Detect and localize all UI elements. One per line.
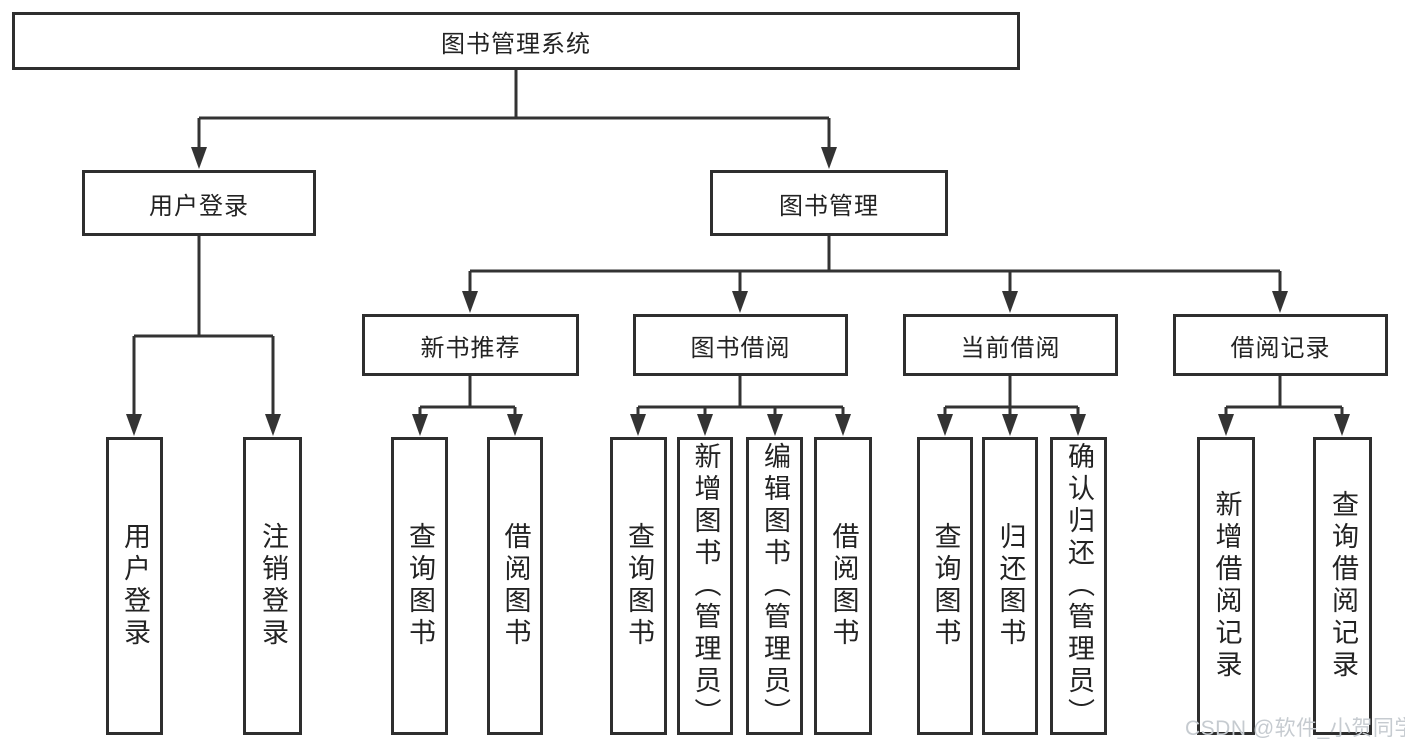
leaf-logout: 注销登录 xyxy=(243,437,302,735)
leaf-add-borrow-record-label: 新增借阅记录 xyxy=(1211,490,1242,682)
leaf-query-books-borrow-label: 查询图书 xyxy=(624,522,654,650)
leaf-borrow-books: 借阅图书 xyxy=(814,437,872,735)
leaf-add-borrow-record: 新增借阅记录 xyxy=(1197,437,1255,735)
leaf-return-books: 归还图书 xyxy=(982,437,1038,735)
node-current-borrow-label: 当前借阅 xyxy=(960,334,1061,362)
leaf-user-login-label: 用户登录 xyxy=(120,522,150,650)
leaf-user-login: 用户登录 xyxy=(106,437,163,735)
leaf-query-borrow-record: 查询借阅记录 xyxy=(1313,437,1372,735)
node-root-label: 图书管理系统 xyxy=(441,30,591,58)
leaf-edit-books-admin-label: 编辑图书（管理员） xyxy=(760,442,790,730)
leaf-query-books-recommend-label: 查询图书 xyxy=(405,522,435,650)
leaf-query-books-recommend: 查询图书 xyxy=(391,437,448,735)
node-current-borrow: 当前借阅 xyxy=(903,314,1118,376)
node-user-login-label: 用户登录 xyxy=(149,192,249,220)
leaf-edit-books-admin: 编辑图书（管理员） xyxy=(746,437,803,735)
leaf-add-books-admin: 新增图书（管理员） xyxy=(677,437,733,735)
node-book-management: 图书管理 xyxy=(710,170,948,236)
leaf-confirm-return-admin: 确认归还（管理员） xyxy=(1050,437,1107,735)
node-book-management-label: 图书管理 xyxy=(779,192,879,220)
leaf-return-books-label: 归还图书 xyxy=(995,522,1026,650)
node-new-book-recommend-label: 新书推荐 xyxy=(420,334,521,362)
leaf-borrow-books-recommend: 借阅图书 xyxy=(487,437,543,735)
leaf-query-books-current: 查询图书 xyxy=(917,437,973,735)
node-borrow-records-label: 借阅记录 xyxy=(1230,334,1331,362)
leaf-logout-label: 注销登录 xyxy=(258,522,288,650)
leaf-add-books-admin-label: 新增图书（管理员） xyxy=(690,442,721,730)
node-new-book-recommend: 新书推荐 xyxy=(362,314,579,376)
leaf-borrow-books-label: 借阅图书 xyxy=(828,522,859,650)
node-user-login: 用户登录 xyxy=(82,170,316,236)
csdn-watermark: CSDN @软件_小贺同学 xyxy=(1185,717,1405,740)
leaf-borrow-books-recommend-label: 借阅图书 xyxy=(500,522,531,650)
leaf-query-books-borrow: 查询图书 xyxy=(610,437,667,735)
leaf-query-borrow-record-label: 查询借阅记录 xyxy=(1328,490,1358,682)
node-book-borrow-label: 图书借阅 xyxy=(690,334,791,362)
node-borrow-records: 借阅记录 xyxy=(1173,314,1388,376)
node-book-borrow: 图书借阅 xyxy=(633,314,848,376)
leaf-confirm-return-admin-label: 确认归还（管理员） xyxy=(1064,442,1094,730)
node-root: 图书管理系统 xyxy=(12,12,1020,70)
leaf-query-books-current-label: 查询图书 xyxy=(930,522,961,650)
